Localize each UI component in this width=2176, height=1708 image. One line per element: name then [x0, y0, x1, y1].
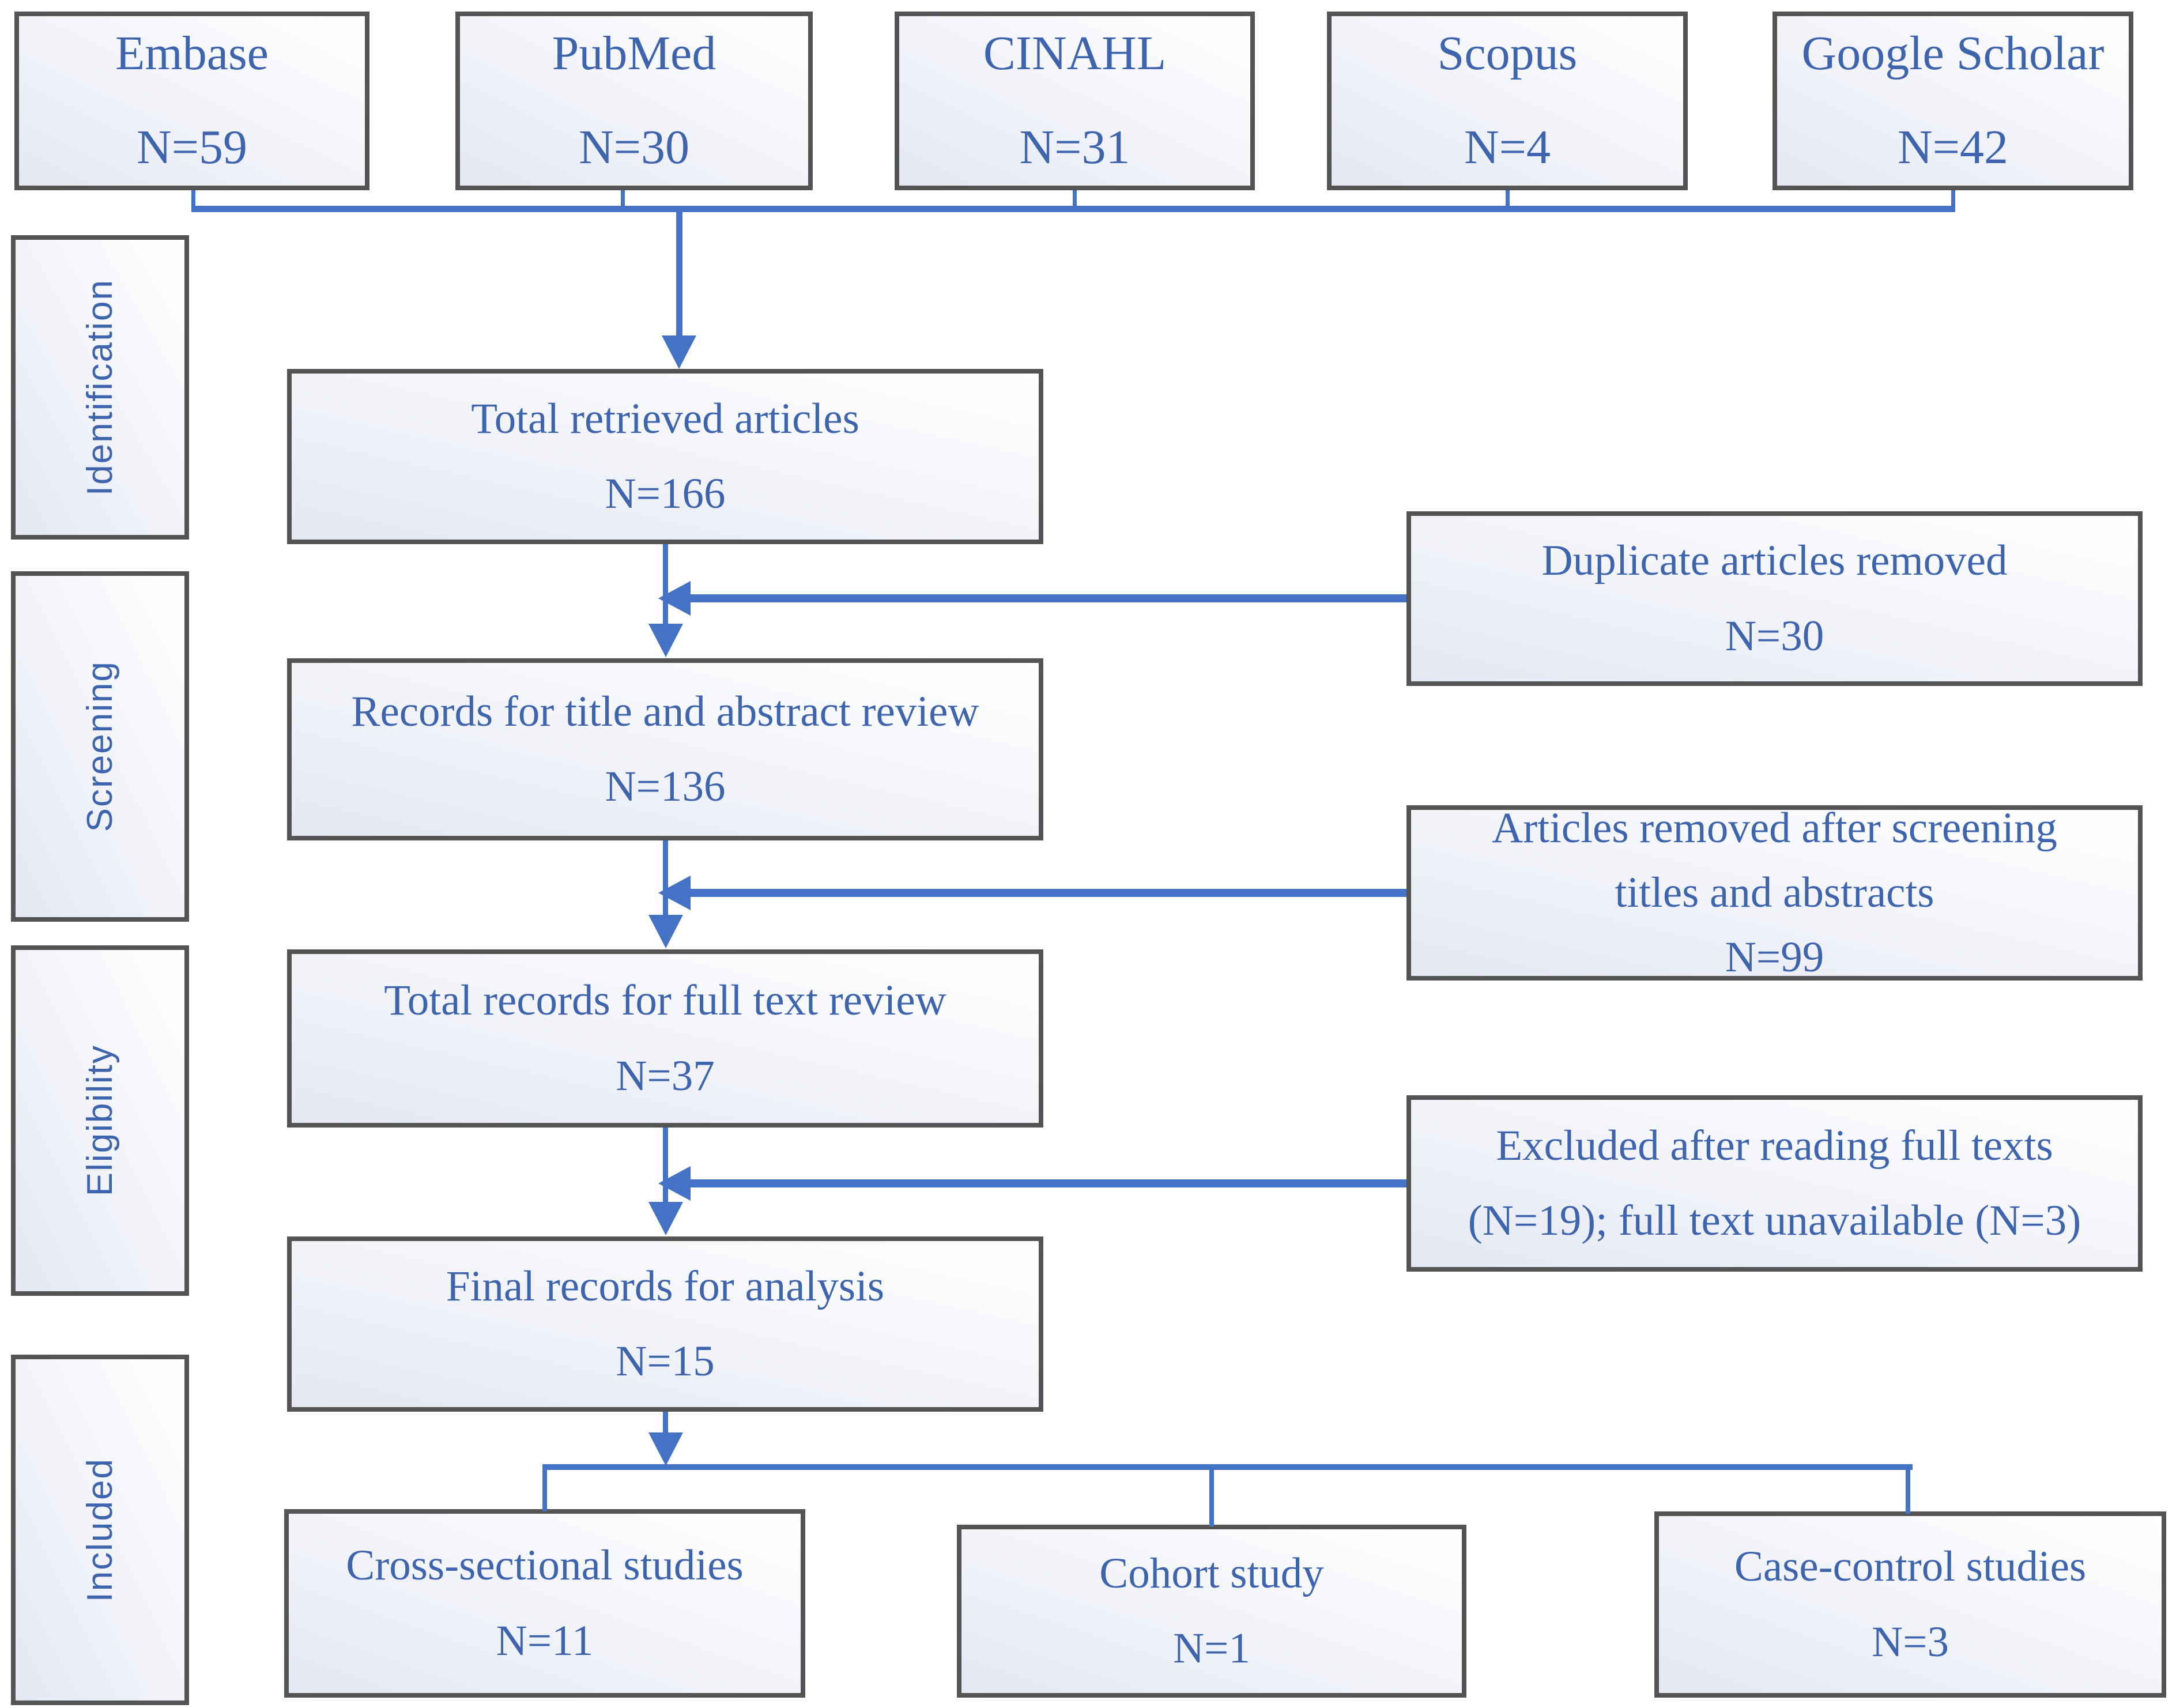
flow-label: Records for title and abstract review [351, 687, 979, 736]
stage-label-identification: Identification [80, 278, 120, 496]
connector-distribution-line [542, 1464, 1913, 1470]
flow-count: N=136 [605, 763, 726, 810]
flow-count: N=166 [605, 470, 726, 518]
flow-count: N=37 [616, 1051, 715, 1100]
stage-box-eligibility: Eligibility [11, 945, 189, 1296]
source-box-google-scholar: Google Scholar N=42 [1773, 12, 2133, 190]
exclusion-label: titles and abstracts [1615, 868, 1934, 917]
exclusion-label: Articles removed after screening [1492, 804, 2057, 852]
arrow-fulltext-excluded-merge-head-icon [658, 1166, 691, 1201]
source-count: N=59 [136, 120, 248, 174]
stage-label-included: Included [80, 1457, 120, 1603]
source-name: Scopus [1437, 27, 1578, 81]
connector-collector-line [191, 206, 1955, 212]
arrow-sources-to-total-head-icon [662, 335, 696, 369]
arrow-fulltext-to-final-head-icon [648, 1202, 683, 1235]
arrow-final-to-types-head-icon [648, 1432, 683, 1466]
included-box-case-control: Case-control studies N=3 [1654, 1511, 2166, 1698]
exclusion-label: Excluded after reading full texts [1496, 1121, 2053, 1170]
connector-stub-case-control [1906, 1469, 1910, 1514]
source-name: PubMed [552, 27, 716, 81]
source-name: Embase [115, 27, 269, 81]
connector-stub-scopus [1506, 190, 1510, 212]
connector-stub-google-scholar [1951, 190, 1955, 212]
stage-box-screening: Screening [11, 571, 189, 922]
connector-stub-cross-sectional [542, 1469, 547, 1511]
stage-label-screening: Screening [80, 661, 120, 832]
exclusion-label: (N=19); full text unavailable (N=3) [1468, 1197, 2081, 1245]
exclusion-box-duplicates: Duplicate articles removed N=30 [1406, 511, 2143, 686]
exclusion-label: Duplicate articles removed [1541, 537, 2008, 585]
included-count: N=1 [1173, 1624, 1250, 1672]
included-box-cohort: Cohort study N=1 [957, 1525, 1466, 1698]
source-name: CINAHL [983, 27, 1167, 81]
included-label: Cohort study [1099, 1549, 1324, 1597]
arrow-fulltext-excluded-merge-line [689, 1179, 1406, 1187]
flow-box-final-records: Final records for analysis N=15 [287, 1236, 1043, 1412]
arrow-duplicates-merge-line [689, 594, 1406, 602]
exclusion-box-full-text: Excluded after reading full texts (N=19)… [1406, 1095, 2143, 1272]
connector-stub-cohort [1209, 1469, 1214, 1526]
included-count: N=3 [1872, 1617, 1949, 1666]
included-label: Case-control studies [1734, 1543, 2087, 1591]
exclusion-count: N=30 [1725, 612, 1824, 660]
source-count: N=30 [578, 120, 690, 174]
source-count: N=31 [1019, 120, 1130, 174]
arrow-screening-removed-merge-line [689, 889, 1406, 897]
flow-label: Total records for full text review [384, 976, 946, 1025]
exclusion-box-title-abstract-screening: Articles removed after screening titles … [1406, 804, 2143, 982]
source-box-cinahl: CINAHL N=31 [895, 12, 1255, 190]
arrow-screening-to-fulltext-head-icon [648, 915, 683, 948]
included-count: N=11 [496, 1616, 594, 1665]
source-count: N=42 [1897, 120, 2009, 174]
stage-box-included: Included [11, 1355, 189, 1705]
arrow-fulltext-to-final-line [663, 1128, 668, 1202]
flow-box-title-abstract-review: Records for title and abstract review N=… [287, 658, 1043, 840]
connector-stub-pubmed [621, 190, 625, 212]
connector-stub-embase [191, 190, 195, 212]
arrow-final-to-types-line [663, 1412, 668, 1434]
stage-label-eligibility: Eligibility [80, 1045, 120, 1197]
arrow-duplicates-merge-head-icon [658, 581, 691, 616]
arrow-screening-removed-merge-head-icon [658, 876, 691, 910]
arrow-total-to-screening-head-icon [648, 624, 683, 657]
exclusion-count: N=99 [1725, 933, 1824, 982]
source-box-embase: Embase N=59 [14, 12, 369, 190]
connector-stub-cinahl [1073, 190, 1077, 212]
stage-box-identification: Identification [11, 235, 189, 540]
source-count: N=4 [1464, 120, 1551, 174]
flow-label: Total retrieved articles [471, 394, 859, 443]
flow-box-full-text-review: Total records for full text review N=37 [287, 949, 1043, 1128]
source-box-scopus: Scopus N=4 [1327, 12, 1688, 190]
source-name: Google Scholar [1801, 27, 2105, 81]
included-box-cross-sectional: Cross-sectional studies N=11 [284, 1509, 805, 1698]
included-label: Cross-sectional studies [346, 1541, 744, 1590]
flow-count: N=15 [616, 1337, 715, 1385]
flow-box-total-retrieved: Total retrieved articles N=166 [287, 369, 1043, 544]
arrow-sources-to-total-line [676, 212, 682, 337]
flow-label: Final records for analysis [446, 1262, 885, 1310]
source-box-pubmed: PubMed N=30 [455, 12, 813, 190]
